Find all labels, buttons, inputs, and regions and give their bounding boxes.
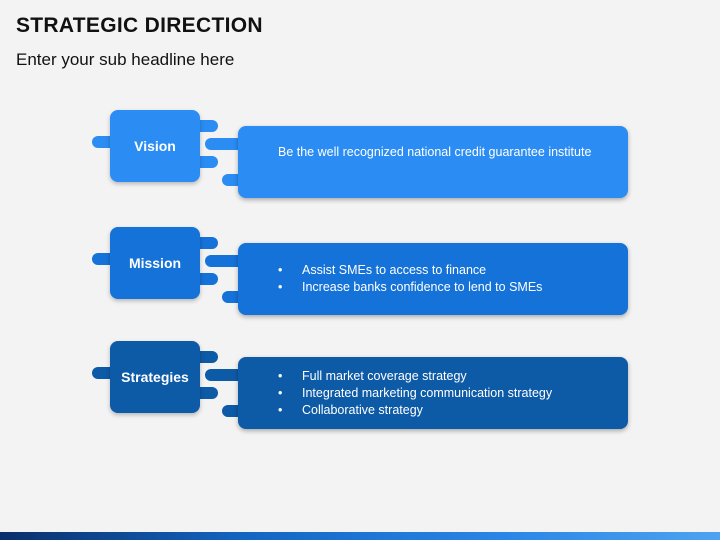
page-subtitle: Enter your sub headline here	[16, 50, 235, 69]
strategies-label-box: Strategies	[110, 341, 200, 413]
mission-label: Mission	[128, 255, 182, 271]
list-item: Integrated marketing communication strat…	[278, 385, 552, 402]
vision-text: Be the well recognized national credit g…	[278, 145, 592, 159]
strategies-row: Strategies Full market coverage strategy…	[0, 341, 720, 431]
list-item: Collaborative strategy	[278, 402, 552, 419]
footer-bar	[0, 532, 720, 540]
mission-bullets: Assist SMEs to access to finance Increas…	[278, 262, 542, 296]
mission-content-box: Assist SMEs to access to finance Increas…	[238, 243, 628, 315]
list-item: Full market coverage strategy	[278, 368, 552, 385]
vision-row: Vision Be the well recognized national c…	[0, 110, 720, 200]
vision-content-box: Be the well recognized national credit g…	[238, 126, 628, 198]
page-title: STRATEGIC DIRECTION	[16, 14, 263, 37]
list-item: Increase banks confidence to lend to SME…	[278, 279, 542, 296]
strategies-content-box: Full market coverage strategy Integrated…	[238, 357, 628, 429]
strategies-bullets: Full market coverage strategy Integrated…	[278, 368, 552, 419]
mission-row: Mission Assist SMEs to access to finance…	[0, 227, 720, 317]
vision-label-box: Vision	[110, 110, 200, 182]
strategies-label: Strategies	[121, 369, 189, 385]
list-item: Assist SMEs to access to finance	[278, 262, 542, 279]
mission-label-box: Mission	[110, 227, 200, 299]
vision-label: Vision	[134, 138, 176, 154]
